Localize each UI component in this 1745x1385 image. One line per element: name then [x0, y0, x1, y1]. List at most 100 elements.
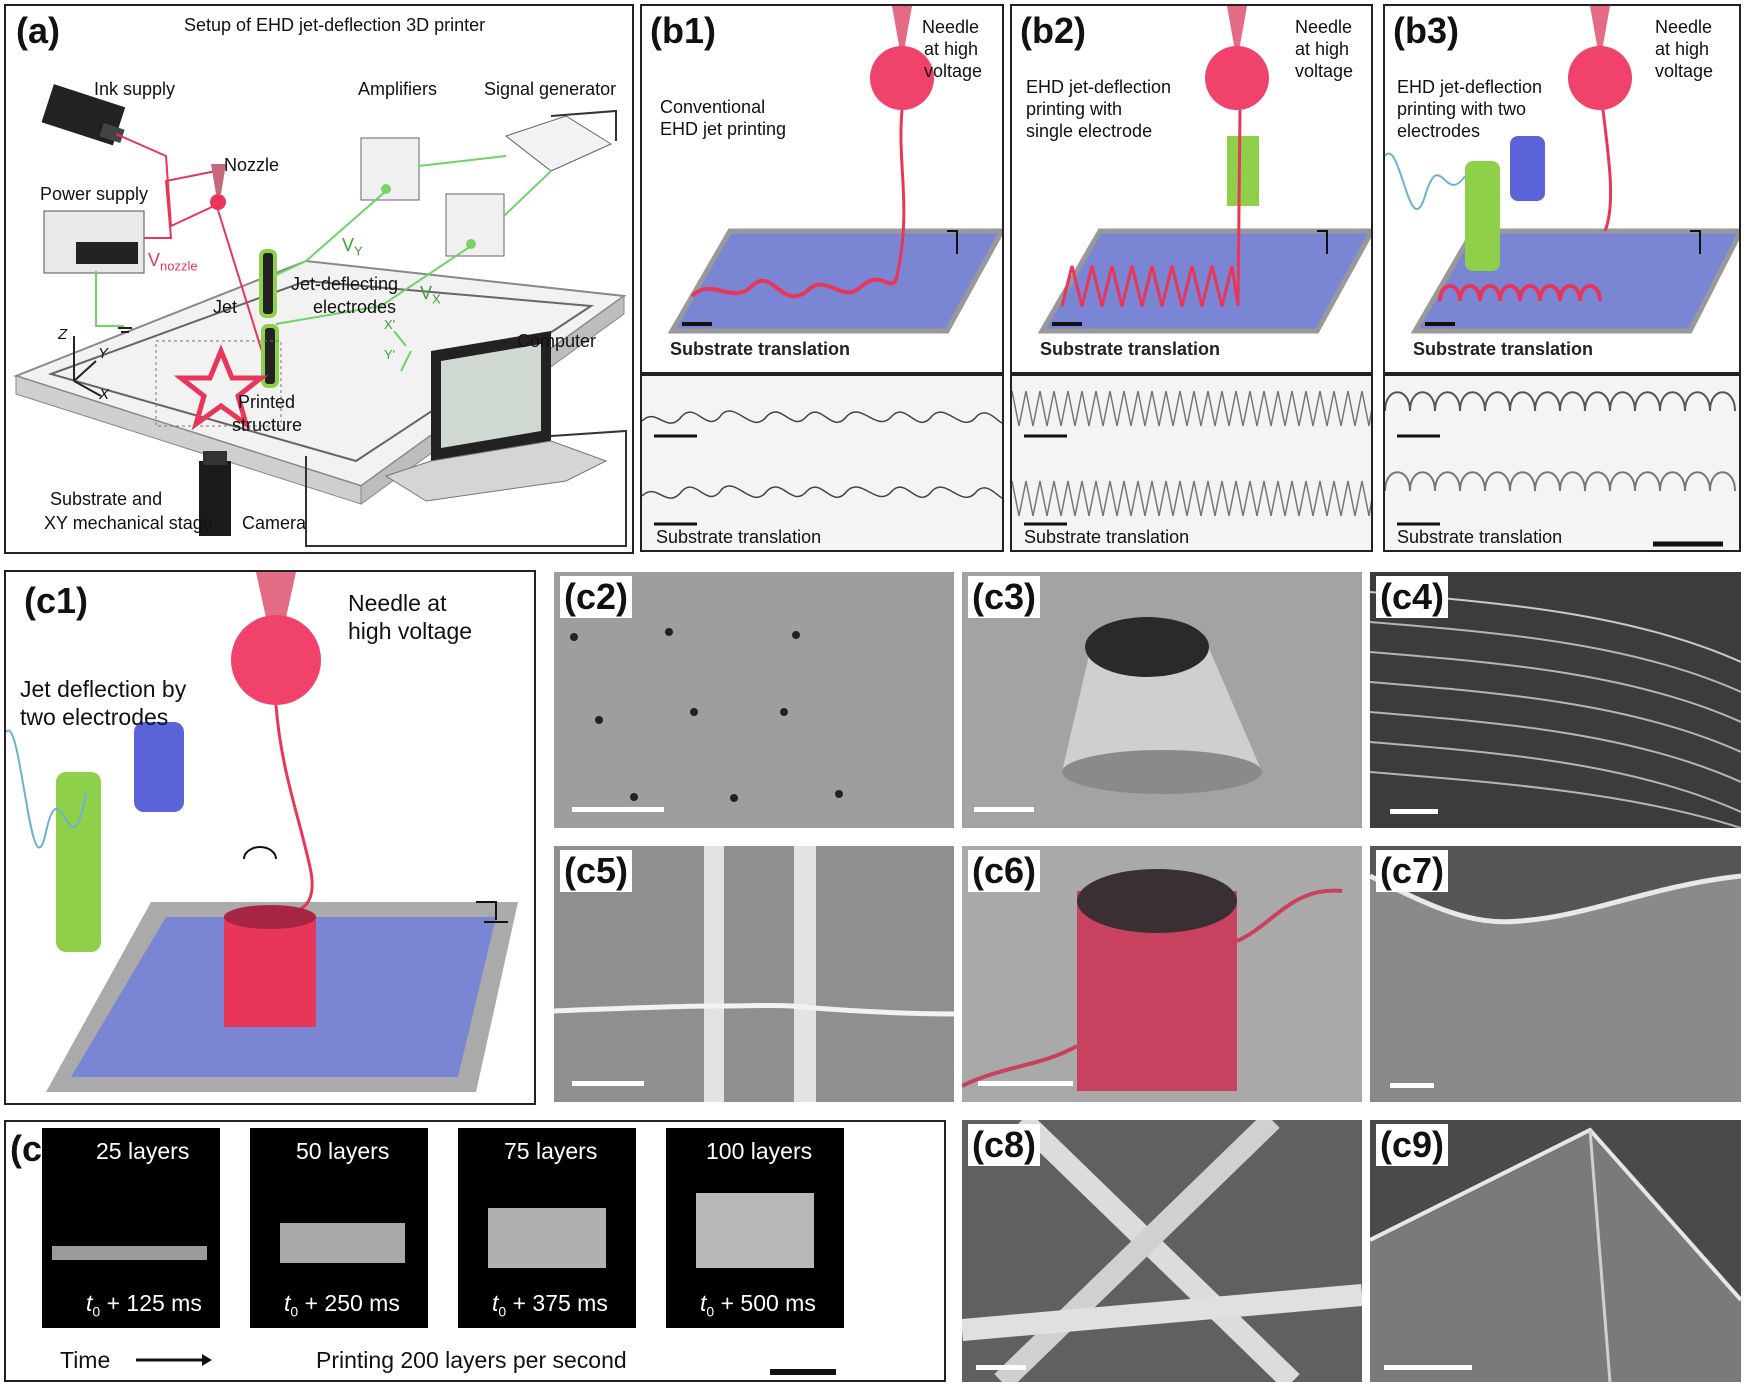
c1-signal-wave — [6, 729, 87, 849]
label-jet: Jet — [213, 297, 238, 317]
panel-b3: (b3) Needle at high voltage EHD jet-defl… — [1383, 4, 1741, 374]
c10-frame: 25 layers t0 + 125 ms — [42, 1128, 220, 1328]
label-x-prime: X' — [384, 317, 396, 332]
c2-dot — [595, 716, 603, 724]
c5-micrograph — [554, 846, 954, 1102]
c10-print-profile — [280, 1223, 405, 1263]
vx-wire — [275, 245, 472, 325]
c1-rotation-arrow — [243, 846, 277, 860]
panel-c1: (c1) Needle at high voltage Jet deflecti… — [4, 570, 536, 1105]
c4-layer-line — [1370, 651, 1741, 723]
label-signal-generator: Signal generator — [484, 79, 617, 99]
c4-layer-line — [1370, 741, 1741, 813]
v-nozzle-subscript: nozzle — [160, 258, 198, 274]
camera-lens — [203, 451, 227, 465]
c1-droplet — [231, 615, 321, 705]
c9-scale-bar — [1384, 1365, 1472, 1370]
c10-layers-2: 50 layers — [296, 1138, 390, 1164]
b2-bottom-label: Substrate translation — [1024, 527, 1190, 547]
b2-needle-1: Needle — [1295, 17, 1353, 37]
b2-ground-wire — [1317, 230, 1328, 254]
c1-needle — [256, 572, 296, 627]
b1-micrograph — [642, 410, 1002, 526]
c10-layers-1: 25 layers — [96, 1138, 190, 1164]
x-axis — [73, 380, 102, 397]
y-prime-arrow — [400, 350, 412, 372]
b1-substrate-label: Substrate translation — [670, 339, 851, 359]
ground-wire — [95, 271, 124, 327]
b3-loop-deposit — [1438, 284, 1602, 302]
label-axis-z: Z — [58, 326, 68, 343]
setup-diagram — [13, 84, 627, 547]
b3-ground-wire — [1690, 230, 1701, 254]
c4-layer-line — [1370, 621, 1741, 693]
b1-random-deposit — [690, 275, 899, 299]
c2-dot — [835, 790, 843, 798]
c10-t-subscript: 0 — [290, 1303, 299, 1320]
c10-time-offset: + 375 ms — [506, 1290, 608, 1316]
c10-layers-4: 100 layers — [706, 1138, 813, 1164]
b3-bottom-label: Substrate translation — [1397, 527, 1563, 547]
c10-t-subscript: 0 — [706, 1303, 715, 1320]
b1-trace-top — [642, 410, 1002, 424]
b3-electrode-blue — [1510, 136, 1545, 201]
b3-diagram — [1385, 6, 1739, 334]
c9-spine — [1588, 1129, 1612, 1382]
b3-label: (b3) — [1393, 10, 1459, 51]
label-substrate-line1: Substrate and — [50, 489, 163, 509]
c2-label: (c2) — [560, 576, 633, 618]
b1-droplet — [870, 46, 934, 110]
c10-layers-3: 75 layers — [504, 1138, 598, 1164]
c10-time-arrowhead — [202, 1354, 212, 1366]
c2-dot — [570, 633, 578, 641]
label-substrate-line2: XY mechanical stage — [44, 513, 213, 533]
b1-desc-1: Conventional — [660, 97, 766, 117]
c3-scale-bar — [974, 807, 1034, 812]
c10-t-symbol: t — [284, 1290, 291, 1316]
panel-b1-image: Substrate translation — [640, 374, 1004, 552]
b2-jet — [1236, 109, 1242, 307]
b2-needle — [1227, 6, 1247, 51]
panel-b1: (b1) Needle at high voltage Conventional… — [640, 4, 1004, 374]
b3-needle-3: voltage — [1655, 61, 1714, 81]
c2-dot — [665, 628, 673, 636]
c2-dot — [780, 708, 788, 716]
b1-desc-2: EHD jet printing — [660, 119, 787, 139]
c5-bridge-fiber — [554, 1003, 954, 1017]
b3-needle-1: Needle — [1655, 17, 1713, 37]
b1-needle-2: at high — [924, 39, 979, 59]
label-electrodes: electrodes — [313, 297, 397, 317]
ink-syringe-pump — [99, 122, 125, 144]
b2-substrate — [1037, 228, 1371, 334]
y-axis — [73, 360, 97, 382]
b2-desc-1: EHD jet-deflection — [1026, 77, 1172, 97]
b1-trace-bottom — [642, 485, 1002, 499]
vy-symbol: V — [342, 235, 355, 255]
b1-diagram — [667, 6, 1002, 334]
b1-ground-wire — [947, 230, 958, 254]
b3-needle — [1590, 6, 1610, 51]
label-vx: VX — [420, 282, 441, 311]
panel-b2: (b2) Needle at high voltage EHD jet-defl… — [1010, 4, 1373, 374]
c1-desc-1: Jet deflection by — [20, 676, 187, 702]
b3-jet — [1601, 109, 1613, 232]
label-jet-deflecting: Jet-deflecting — [291, 274, 399, 294]
ink-line — [115, 133, 215, 228]
v-nozzle-symbol: V — [148, 250, 161, 270]
c10-t-symbol: t — [700, 1290, 707, 1316]
signal-generator-box — [504, 115, 613, 172]
label-axis-x: X — [99, 386, 110, 403]
c1-needle-1: Needle at — [348, 590, 447, 616]
c2-scale-bar — [572, 807, 664, 812]
c10-print-profile — [696, 1193, 814, 1268]
c10-frame: 75 layers t0 + 375 ms — [458, 1128, 636, 1328]
c7-label: (c7) — [1376, 850, 1449, 892]
b2-trace-top — [1012, 390, 1371, 427]
c1-electrode-green — [56, 772, 101, 952]
c8-scale-bar — [976, 1365, 1026, 1370]
electrode-y — [259, 249, 277, 318]
c8-beam — [1014, 1120, 1300, 1382]
c9-tent-structure — [1370, 1130, 1741, 1382]
b2-substrate-label: Substrate translation — [1040, 339, 1221, 359]
panel-c6: (c6) — [962, 846, 1362, 1102]
